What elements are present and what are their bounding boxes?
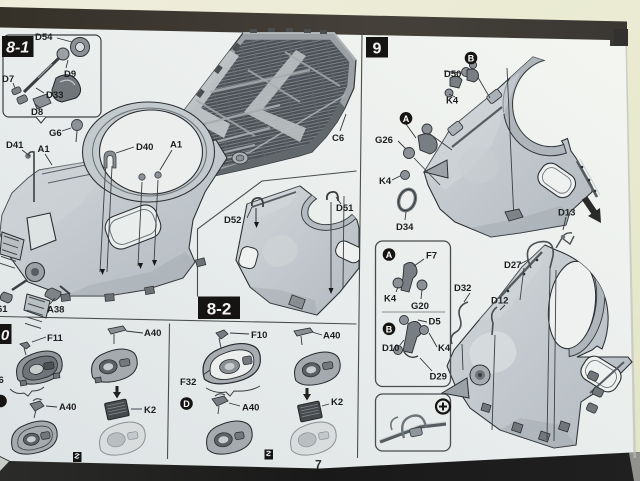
- svg-text:D10: D10: [382, 343, 399, 354]
- svg-text:D52: D52: [224, 215, 241, 226]
- svg-text:A: A: [386, 250, 393, 260]
- svg-text:D8: D8: [31, 107, 43, 118]
- svg-text:D13: D13: [558, 208, 575, 219]
- svg-text:D41: D41: [6, 140, 24, 151]
- svg-text:D32: D32: [454, 283, 471, 294]
- svg-text:A1: A1: [38, 144, 51, 155]
- svg-text:61: 61: [0, 304, 8, 315]
- svg-text:K4: K4: [446, 96, 459, 107]
- svg-text:D: D: [183, 399, 190, 409]
- svg-text:A40: A40: [242, 403, 259, 414]
- svg-text:G26: G26: [375, 135, 393, 146]
- svg-text:D54: D54: [35, 32, 53, 43]
- svg-text:K2: K2: [331, 397, 343, 408]
- svg-text:A38: A38: [47, 305, 64, 316]
- svg-text:D27: D27: [504, 260, 521, 271]
- svg-text:G6: G6: [49, 128, 62, 139]
- svg-text:D12: D12: [491, 296, 508, 307]
- svg-text:K4: K4: [384, 294, 397, 305]
- svg-text:F10: F10: [251, 330, 267, 341]
- svg-text:D5: D5: [429, 317, 442, 328]
- svg-text:B: B: [386, 324, 393, 334]
- svg-text:B: B: [468, 54, 475, 64]
- svg-text:D7: D7: [2, 74, 14, 85]
- svg-text:F32: F32: [180, 377, 196, 388]
- svg-text:C6: C6: [332, 133, 344, 144]
- svg-text:0: 0: [1, 327, 10, 344]
- svg-text:G20: G20: [411, 301, 429, 312]
- svg-text:F11: F11: [47, 333, 64, 344]
- svg-text:D40: D40: [136, 142, 153, 153]
- svg-text:D33: D33: [46, 90, 63, 101]
- svg-text:8-1: 8-1: [6, 40, 29, 57]
- svg-text:D34: D34: [396, 222, 414, 233]
- svg-text:A: A: [403, 114, 410, 124]
- svg-text:F7: F7: [426, 251, 437, 262]
- svg-text:K4: K4: [379, 176, 392, 187]
- svg-text:7: 7: [315, 458, 322, 472]
- svg-text:A1: A1: [170, 140, 183, 151]
- svg-text:A40: A40: [323, 331, 340, 342]
- svg-text:8-2: 8-2: [207, 300, 232, 319]
- svg-text:A40: A40: [144, 328, 161, 339]
- svg-text:A40: A40: [59, 402, 76, 413]
- svg-text:D50: D50: [444, 69, 461, 80]
- svg-text:6: 6: [0, 375, 4, 386]
- svg-text:K2: K2: [144, 405, 156, 416]
- svg-text:K4: K4: [438, 343, 451, 354]
- svg-text:D51: D51: [336, 203, 354, 214]
- svg-text:D9: D9: [64, 69, 76, 80]
- svg-text:D29: D29: [430, 372, 447, 383]
- svg-text:9: 9: [373, 41, 382, 58]
